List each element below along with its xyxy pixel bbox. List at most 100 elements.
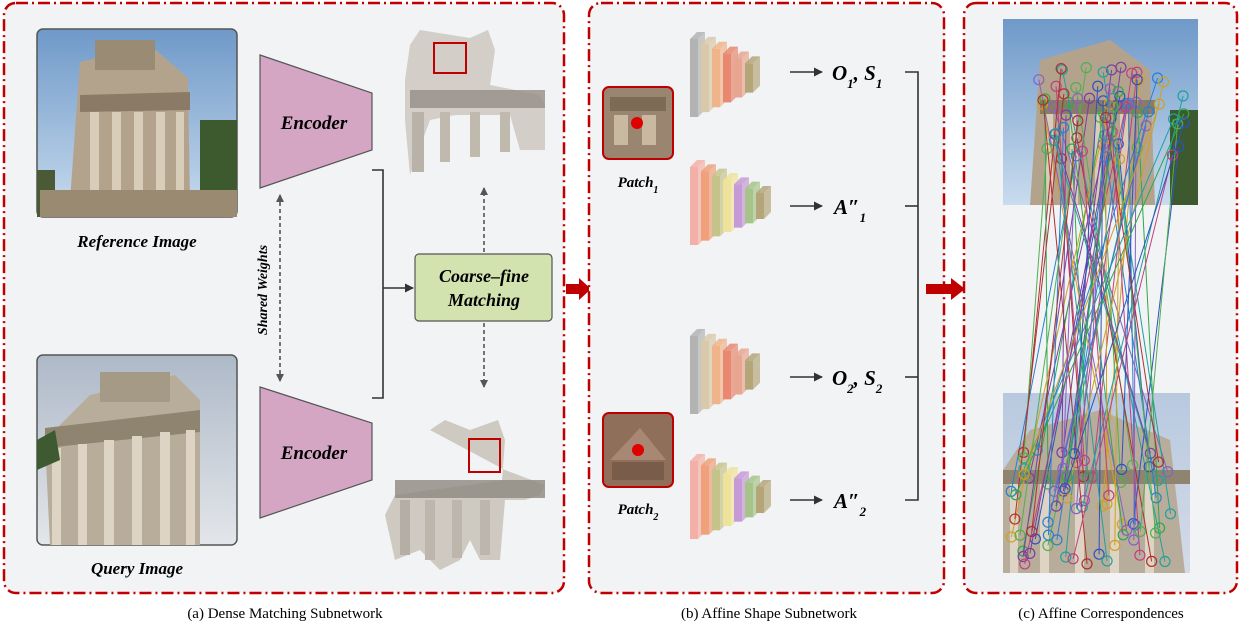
correspondence-line (1105, 147, 1108, 504)
conv-layer (712, 469, 720, 531)
keypoint-ellipse (1109, 539, 1121, 551)
correspondence-line (1081, 151, 1110, 496)
keypoint-ellipse (1113, 153, 1126, 165)
coarse-fine-matching-box (414, 253, 553, 322)
conv-layer (745, 188, 753, 224)
correspondence-line (1036, 77, 1159, 451)
keypoint-ellipse (1121, 524, 1133, 536)
keypoint-ellipse (1042, 529, 1055, 541)
conv-layer (723, 180, 731, 232)
conv-layer-top (701, 36, 716, 44)
conv-layer-side (764, 186, 771, 219)
keypoint-ellipse (1162, 466, 1174, 478)
correspondence-line (1076, 137, 1153, 562)
conv-layer-top (690, 454, 705, 461)
correspondence-lines (1005, 61, 1190, 570)
keypoint-ellipse (1017, 550, 1029, 563)
conv-layer-top (756, 186, 771, 193)
keypoint-ellipse (1056, 446, 1068, 459)
keypoint-ellipse (1010, 489, 1022, 501)
correspondence-line (1065, 135, 1106, 558)
keypoint-ellipse (1056, 64, 1068, 76)
keypoint-ellipse (1057, 121, 1070, 134)
correspondence-line (1133, 102, 1137, 540)
keypoint-ellipse (1150, 492, 1162, 504)
conv-layer-top (701, 164, 716, 172)
conv-layer-top (690, 160, 705, 167)
keypoint-ellipse (1060, 109, 1072, 121)
encoder-bottom-label: Encoder (280, 443, 348, 464)
keypoint-ellipse (1151, 72, 1164, 84)
conv-layer (690, 461, 698, 539)
patch2-image (602, 412, 674, 488)
keypoint-ellipse (1177, 90, 1189, 102)
correspondence-line (1055, 133, 1108, 562)
conv-layer-top (734, 51, 749, 59)
correspondence-line (1112, 107, 1157, 534)
conv-layer-top (690, 329, 705, 336)
keypoint-ellipse (1014, 529, 1026, 541)
correspondence-line (1023, 103, 1160, 475)
conv-layer (701, 340, 709, 410)
panel-c-caption: (c) Affine Correspondences (1018, 606, 1184, 622)
conv-layer (701, 465, 709, 535)
query-image (36, 354, 238, 546)
keypoint-ellipse (1078, 494, 1090, 507)
conv-layer (712, 345, 720, 405)
output-o1-s1: O1, S1 (832, 61, 882, 91)
keypoint-ellipse (1101, 555, 1113, 567)
reference-feature-map (405, 30, 545, 175)
conv-stack-orientation-scale-1 (690, 32, 760, 117)
output-a1: A″1 (832, 195, 866, 225)
keypoint-ellipse (1146, 555, 1158, 567)
patch1-image (602, 86, 674, 160)
keypoint-ellipse (1100, 111, 1112, 124)
keypoint-ellipse (1050, 128, 1062, 140)
keypoint-ellipse (1152, 474, 1164, 487)
keypoint-ellipse (1050, 500, 1062, 512)
keypoint-ellipse (1060, 551, 1072, 563)
matching-label-line1: Coarse–fine (439, 266, 529, 286)
conv-layer (712, 48, 720, 108)
conv-layer-top (712, 338, 727, 346)
conv-layer-top (723, 467, 738, 474)
keypoint-ellipse (1080, 62, 1092, 74)
conv-stack-affine-2 (690, 454, 771, 539)
keypoint-ellipse (1070, 81, 1082, 94)
conv-layer (690, 336, 698, 414)
correspondence-line (1098, 100, 1104, 555)
conv-layer-top (745, 475, 760, 483)
keypoint-ellipse (1005, 531, 1017, 543)
keypoint-ellipse (1150, 527, 1162, 539)
conv-layer (723, 53, 731, 103)
correspondence-line (1031, 120, 1079, 532)
conv-layer-top (690, 32, 705, 39)
keypoint-ellipse (1093, 548, 1105, 560)
conv-layer-top (723, 173, 738, 180)
correspondence-line (1066, 91, 1119, 477)
keypoint-ellipse (1094, 111, 1106, 123)
keypoint-ellipse (1178, 117, 1190, 129)
correspondence-line (1105, 117, 1160, 463)
keypoint-ellipse (1159, 555, 1171, 568)
shared-weights-label: Shared Weights (256, 244, 271, 335)
keypoint-ellipse (1042, 516, 1054, 528)
encoder-bottom (259, 386, 373, 519)
correspondence-line (1047, 127, 1065, 536)
keypoint-ellipse (1024, 547, 1036, 559)
conv-layer-top (745, 56, 760, 64)
keypoint-ellipse (1050, 80, 1062, 92)
panel-dense-matching: Reference Image Query Image Encoder Enco… (2, 1, 566, 622)
conv-layer-top (745, 181, 760, 189)
keypoint-ellipse (1026, 525, 1038, 538)
correspondence-line (1072, 154, 1173, 559)
conv-layer-top (701, 333, 716, 341)
keypoint-ellipse (1051, 534, 1063, 546)
keypoint-ellipse (1164, 508, 1177, 520)
correspondence-line (1139, 123, 1179, 532)
correspondence-line (1102, 72, 1171, 514)
conv-layer-top (712, 41, 727, 49)
conv-layer (745, 482, 753, 518)
panel-affine-shape: Patch1 Patch2 O1, S1 A″1 O2, S2 A″2 (b) … (587, 1, 946, 622)
keypoint-ellipse (1070, 503, 1082, 515)
